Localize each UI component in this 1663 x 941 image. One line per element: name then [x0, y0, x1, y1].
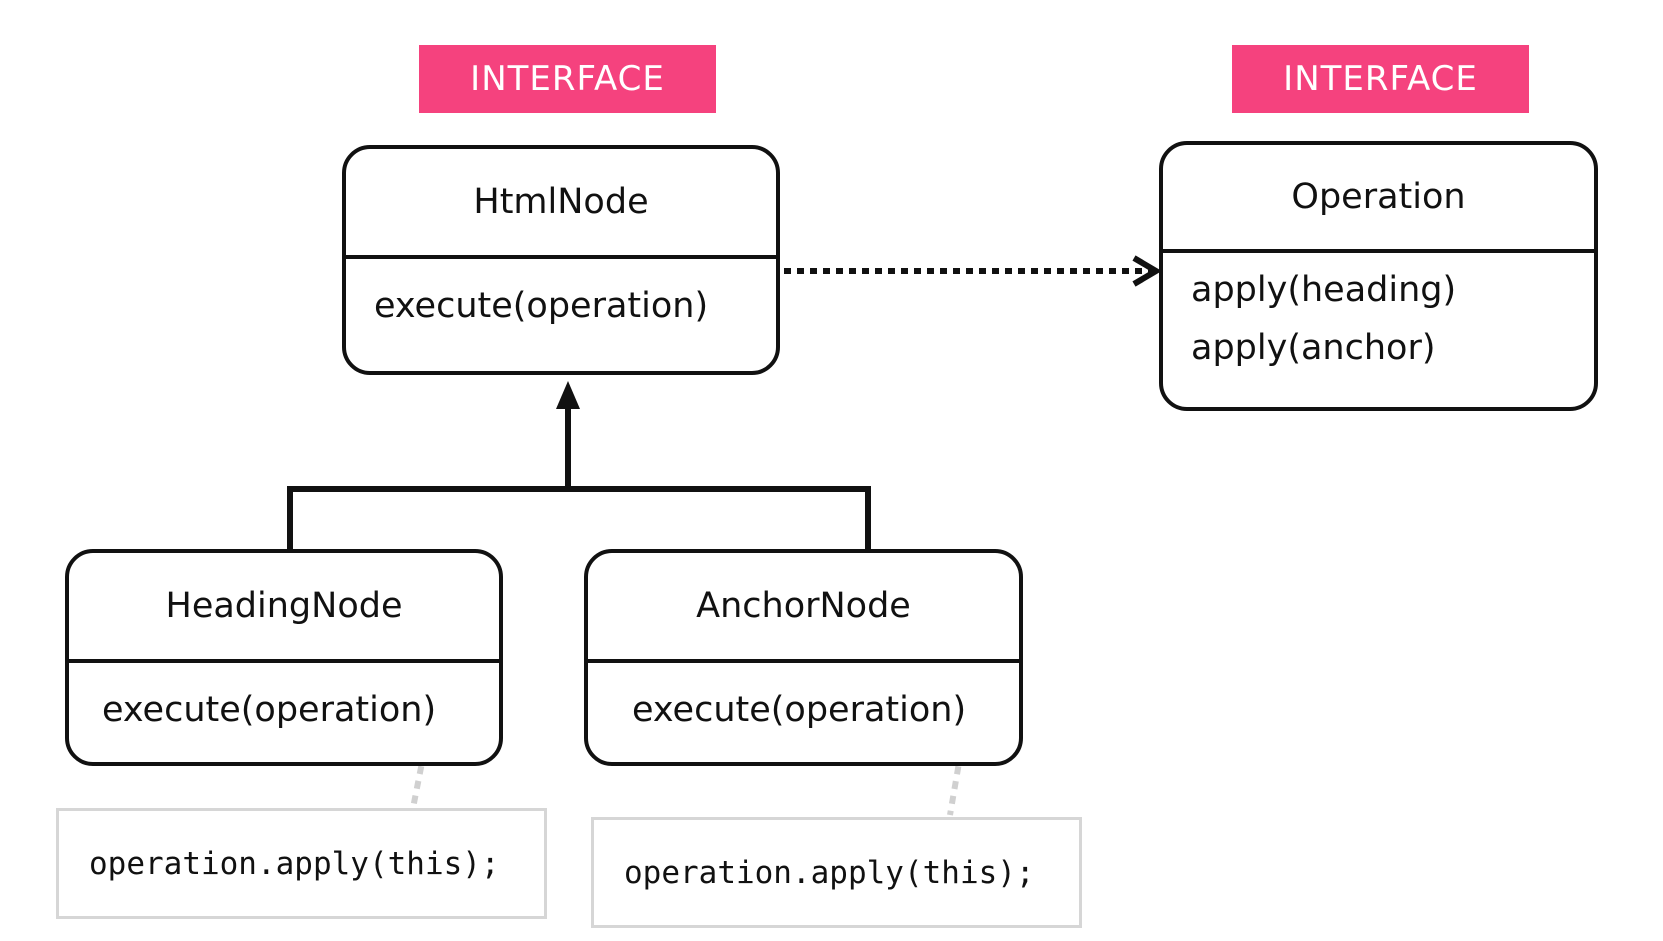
note-code: operation.apply(this);: [624, 854, 1035, 891]
inheritance-arrowhead: [556, 381, 580, 409]
class-name-text: AnchorNode: [696, 586, 911, 626]
class-name-text: HeadingNode: [165, 586, 403, 626]
interface-badge-label: INTERFACE: [1283, 59, 1478, 99]
interface-badge-htmlnode: INTERFACE: [419, 45, 716, 113]
class-htmlnode: HtmlNode execute(operation): [342, 145, 780, 375]
method: execute(operation): [374, 286, 709, 326]
class-operation: Operation apply(heading) apply(anchor): [1159, 141, 1598, 411]
class-name-text: Operation: [1291, 177, 1466, 217]
class-name: HeadingNode: [69, 553, 499, 663]
class-name: Operation: [1163, 145, 1594, 253]
note-code: operation.apply(this);: [89, 845, 500, 882]
class-anchornode: AnchorNode execute(operation): [584, 549, 1023, 766]
anchor-note: operation.apply(this);: [591, 817, 1082, 928]
heading-note: operation.apply(this);: [56, 808, 547, 919]
dependency-arrowhead: [1132, 255, 1162, 287]
class-methods: apply(heading) apply(anchor): [1163, 253, 1594, 377]
method: apply(heading): [1191, 270, 1457, 310]
class-headingnode: HeadingNode execute(operation): [65, 549, 503, 766]
method: apply(anchor): [1191, 328, 1436, 368]
method: execute(operation): [102, 690, 437, 730]
class-methods: execute(operation): [69, 663, 499, 739]
inheritance-connector: [287, 400, 871, 550]
class-name: HtmlNode: [346, 149, 776, 259]
class-name: AnchorNode: [588, 553, 1019, 663]
interface-badge-operation: INTERFACE: [1232, 45, 1529, 113]
interface-badge-label: INTERFACE: [470, 59, 665, 99]
class-name-text: HtmlNode: [473, 182, 649, 222]
class-methods: execute(operation): [588, 663, 1019, 739]
class-methods: execute(operation): [346, 259, 776, 335]
method: execute(operation): [632, 690, 967, 730]
